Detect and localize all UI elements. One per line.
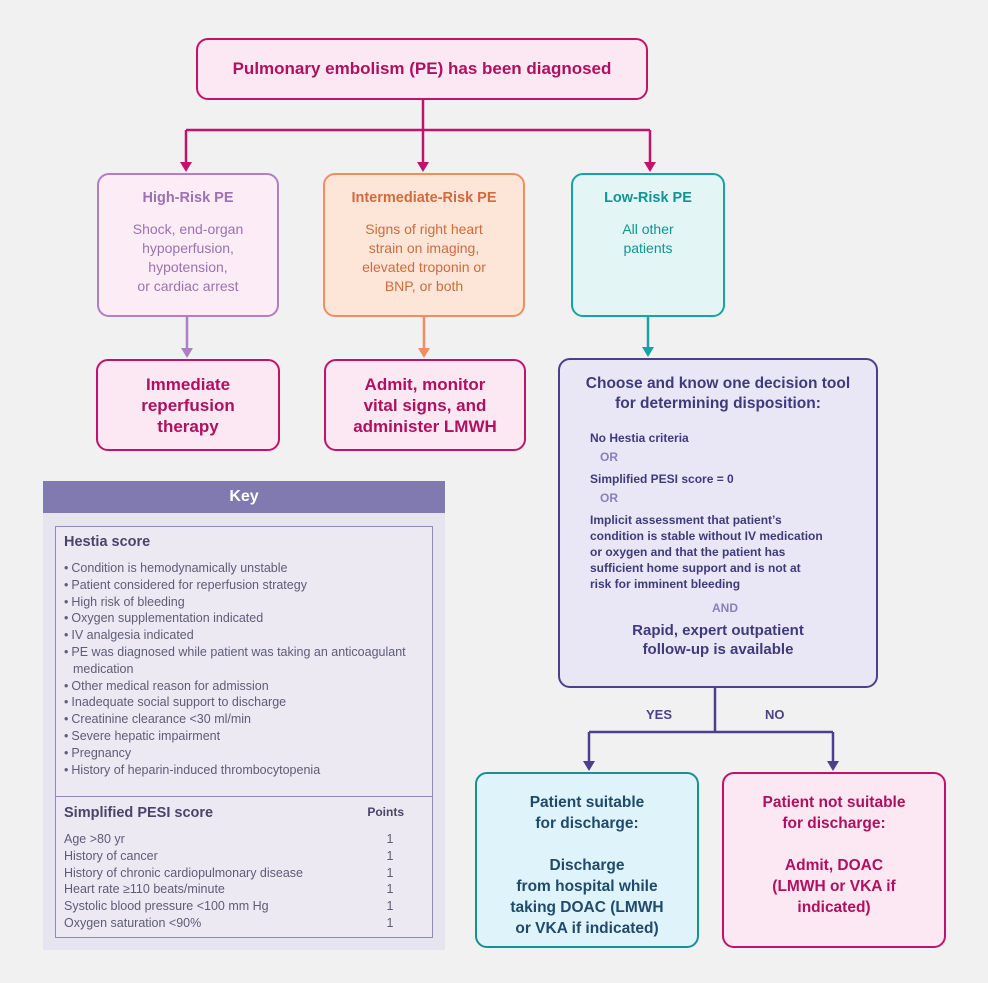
- pesi-criterion: Heart rate ≥110 beats/minute: [64, 882, 225, 897]
- intermediate-risk-line: BNP, or both: [384, 278, 464, 294]
- option-implicit-line: or oxygen and that the patient has: [590, 545, 786, 559]
- outcome-body-line: Admit, DOAC: [784, 857, 884, 874]
- hestia-item: IV analgesia indicated: [64, 627, 422, 644]
- hestia-item: History of heparin-induced thrombocytope…: [64, 762, 422, 779]
- pesi-points: 1: [386, 915, 394, 930]
- reperfusion-action-box: Immediate reperfusion therapy: [96, 359, 280, 451]
- pesi-score-panel: Simplified PESI score Points Age >80 yr 1…: [55, 796, 433, 938]
- rapid-followup: Rapid, expert outpatient follow-up is av…: [576, 621, 860, 659]
- decision-heading: Choose and know one decision tool for de…: [576, 374, 860, 414]
- outcome-body-line: from hospital while: [516, 878, 658, 895]
- hestia-item: Other medical reason for admission: [64, 678, 422, 695]
- option-implicit-line: risk for imminent bleeding: [590, 577, 741, 591]
- rapid-followup-line: Rapid, expert outpatient: [632, 622, 804, 639]
- decision-heading-line: for determining disposition:: [615, 395, 821, 412]
- high-risk-line: or cardiac arrest: [137, 278, 239, 294]
- decision-heading-line: Choose and know one decision tool: [585, 375, 851, 392]
- high-risk-box: High-Risk PE Shock, end-organ hypoperfus…: [97, 173, 279, 317]
- outcome-title-line: for discharge:: [535, 815, 639, 832]
- outcome-body-line: indicated): [797, 899, 871, 916]
- key-panel: Key Hestia score Condition is hemodynami…: [43, 481, 445, 950]
- action-line: Immediate: [145, 374, 231, 394]
- rapid-followup-line: follow-up is available: [642, 641, 794, 658]
- hestia-item: Pregnancy: [64, 745, 422, 762]
- pesi-row: History of cancer 1: [64, 848, 420, 865]
- diagnosis-box: Pulmonary embolism (PE) has been diagnos…: [196, 38, 648, 100]
- hestia-item: Condition is hemodynamically unstable: [64, 560, 422, 577]
- option-implicit-line: sufficient home support and is not at: [590, 561, 801, 575]
- or-separator: OR: [600, 491, 618, 505]
- option-pesi: Simplified PESI score = 0: [590, 472, 734, 486]
- hestia-item: PE was diagnosed while patient was takin…: [64, 644, 422, 678]
- low-risk-line: All other: [622, 221, 674, 237]
- outcome-body-line: (LMWH or VKA if: [772, 878, 896, 895]
- outcome-body-line: taking DOAC (LMWH: [510, 899, 664, 916]
- high-risk-line: hypoperfusion,: [142, 240, 234, 256]
- key-title: Key: [43, 481, 445, 513]
- pesi-points: 1: [386, 848, 394, 863]
- hestia-title: Hestia score: [64, 534, 151, 550]
- outcome-body-line: Discharge: [549, 857, 625, 874]
- hestia-item: Severe hepatic impairment: [64, 728, 422, 745]
- high-risk-title: High-Risk PE: [142, 190, 234, 206]
- hestia-item: High risk of bleeding: [64, 594, 422, 611]
- yes-branch-label: YES: [646, 707, 673, 722]
- pesi-points: 1: [386, 882, 394, 897]
- high-risk-line: hypotension,: [148, 259, 228, 275]
- pesi-criterion: Systolic blood pressure <100 mm Hg: [64, 899, 269, 914]
- outcome-title-line: Patient suitable: [529, 794, 645, 811]
- suitable-discharge-box: Patient suitable for discharge: Discharg…: [475, 772, 699, 948]
- action-line: Admit, monitor: [364, 374, 486, 394]
- action-line: reperfusion: [141, 395, 235, 415]
- hestia-item: Creatinine clearance <30 ml/min: [64, 711, 422, 728]
- pesi-row: Oxygen saturation <90% 1: [64, 915, 420, 932]
- intermediate-risk-line: strain on imaging,: [368, 240, 480, 256]
- pesi-points: 1: [386, 865, 394, 880]
- option-implicit: Implicit assessment that patient’s condi…: [590, 512, 860, 592]
- low-risk-box: Low-Risk PE All other patients: [571, 173, 725, 317]
- action-line: therapy: [157, 416, 219, 436]
- or-separator: OR: [600, 450, 618, 464]
- intermediate-risk-box: Intermediate-Risk PE Signs of right hear…: [323, 173, 525, 317]
- and-separator: AND: [712, 601, 738, 615]
- pesi-criterion: History of chronic cardiopulmonary disea…: [64, 865, 303, 880]
- pesi-row: Heart rate ≥110 beats/minute 1: [64, 881, 420, 898]
- not-suitable-discharge-box: Patient not suitable for discharge: Admi…: [722, 772, 946, 948]
- intermediate-risk-line: Signs of right heart: [365, 221, 483, 237]
- intermediate-risk-title: Intermediate-Risk PE: [351, 190, 497, 206]
- no-branch-label: NO: [765, 707, 785, 722]
- hestia-item: Patient considered for reperfusion strat…: [64, 577, 422, 594]
- pesi-title: Simplified PESI score: [64, 805, 214, 821]
- pesi-points: 1: [386, 899, 394, 914]
- admit-monitor-action-box: Admit, monitor vital signs, and administ…: [324, 359, 526, 451]
- hestia-item: Inadequate social support to discharge: [64, 694, 422, 711]
- hestia-item: Oxygen supplementation indicated: [64, 610, 422, 627]
- outcome-body-line: or VKA if indicated): [515, 920, 659, 937]
- action-line: vital signs, and: [363, 395, 487, 415]
- action-line: administer LMWH: [353, 416, 497, 436]
- hestia-list: Condition is hemodynamically unstable Pa…: [64, 560, 422, 778]
- pesi-row: Age >80 yr 1: [64, 831, 420, 848]
- outcome-title-line: for discharge:: [782, 815, 886, 832]
- option-hestia: No Hestia criteria: [590, 431, 689, 445]
- decision-tool-box: Choose and know one decision tool for de…: [558, 358, 878, 688]
- low-risk-line: patients: [623, 240, 673, 256]
- points-header: Points: [367, 805, 404, 819]
- high-risk-line: Shock, end-organ: [132, 221, 244, 237]
- intermediate-risk-line: elevated troponin or: [362, 259, 486, 275]
- pesi-criterion: Age >80 yr: [64, 832, 125, 846]
- pesi-criterion: History of cancer: [64, 848, 158, 863]
- pesi-row: History of chronic cardiopulmonary disea…: [64, 865, 420, 882]
- pesi-points: 1: [386, 832, 394, 846]
- diagnosis-label: Pulmonary embolism (PE) has been diagnos…: [232, 59, 612, 78]
- option-implicit-line: Implicit assessment that patient’s: [590, 513, 782, 527]
- outcome-title-line: Patient not suitable: [762, 794, 906, 811]
- option-implicit-line: condition is stable without IV medicatio…: [590, 529, 823, 543]
- low-risk-title: Low-Risk PE: [604, 190, 692, 206]
- pesi-criterion: Oxygen saturation <90%: [64, 915, 202, 930]
- hestia-score-panel: Hestia score Condition is hemodynamicall…: [55, 526, 433, 826]
- pesi-row: Systolic blood pressure <100 mm Hg 1: [64, 898, 420, 915]
